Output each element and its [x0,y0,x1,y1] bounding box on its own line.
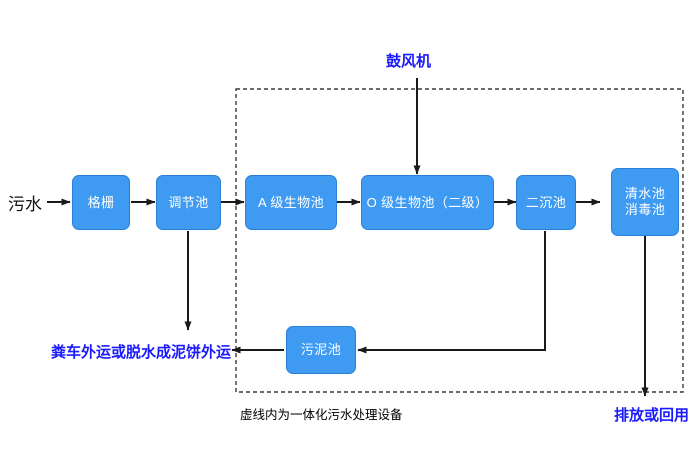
arrow-secondary-to-sludge [357,231,546,354]
label-dashed-region-caption: 虚线内为一体化污水处理设备 [240,408,403,422]
node-regulating-tank-label: 调节池 [168,194,209,210]
node-disinfection-tank-label: 消毒池 [624,202,666,217]
node-grille-label: 格栅 [87,194,115,210]
label-sludge-disposal: 粪车外运或脱水成泥饼外运 [51,344,232,361]
node-a-stage-bioreactor-label: A 级生物池 [258,194,324,210]
label-blower: 鼓风机 [386,53,432,70]
node-grille[interactable]: 格栅 [72,175,130,230]
label-influent-wastewater: 污水 [8,195,42,214]
node-secondary-clarifier-label: 二沉池 [525,194,567,210]
node-clearwater-disinfection-tank[interactable]: 清水池 消毒池 [611,168,679,236]
node-o-stage-bioreactor[interactable]: O 级生物池（二级） [361,175,494,230]
node-sludge-tank-label: 污泥池 [300,342,342,358]
node-secondary-clarifier[interactable]: 二沉池 [516,175,576,230]
node-a-stage-bioreactor[interactable]: A 级生物池 [245,175,337,230]
node-sludge-tank[interactable]: 污泥池 [286,326,356,374]
integrated-equipment-boundary [235,88,684,393]
node-o-stage-bioreactor-label: O 级生物池（二级） [366,194,489,210]
label-discharge-or-reuse: 排放或回用 [614,407,690,424]
node-clearwater-tank-label: 清水池 [624,185,666,201]
node-regulating-tank[interactable]: 调节池 [156,175,221,230]
